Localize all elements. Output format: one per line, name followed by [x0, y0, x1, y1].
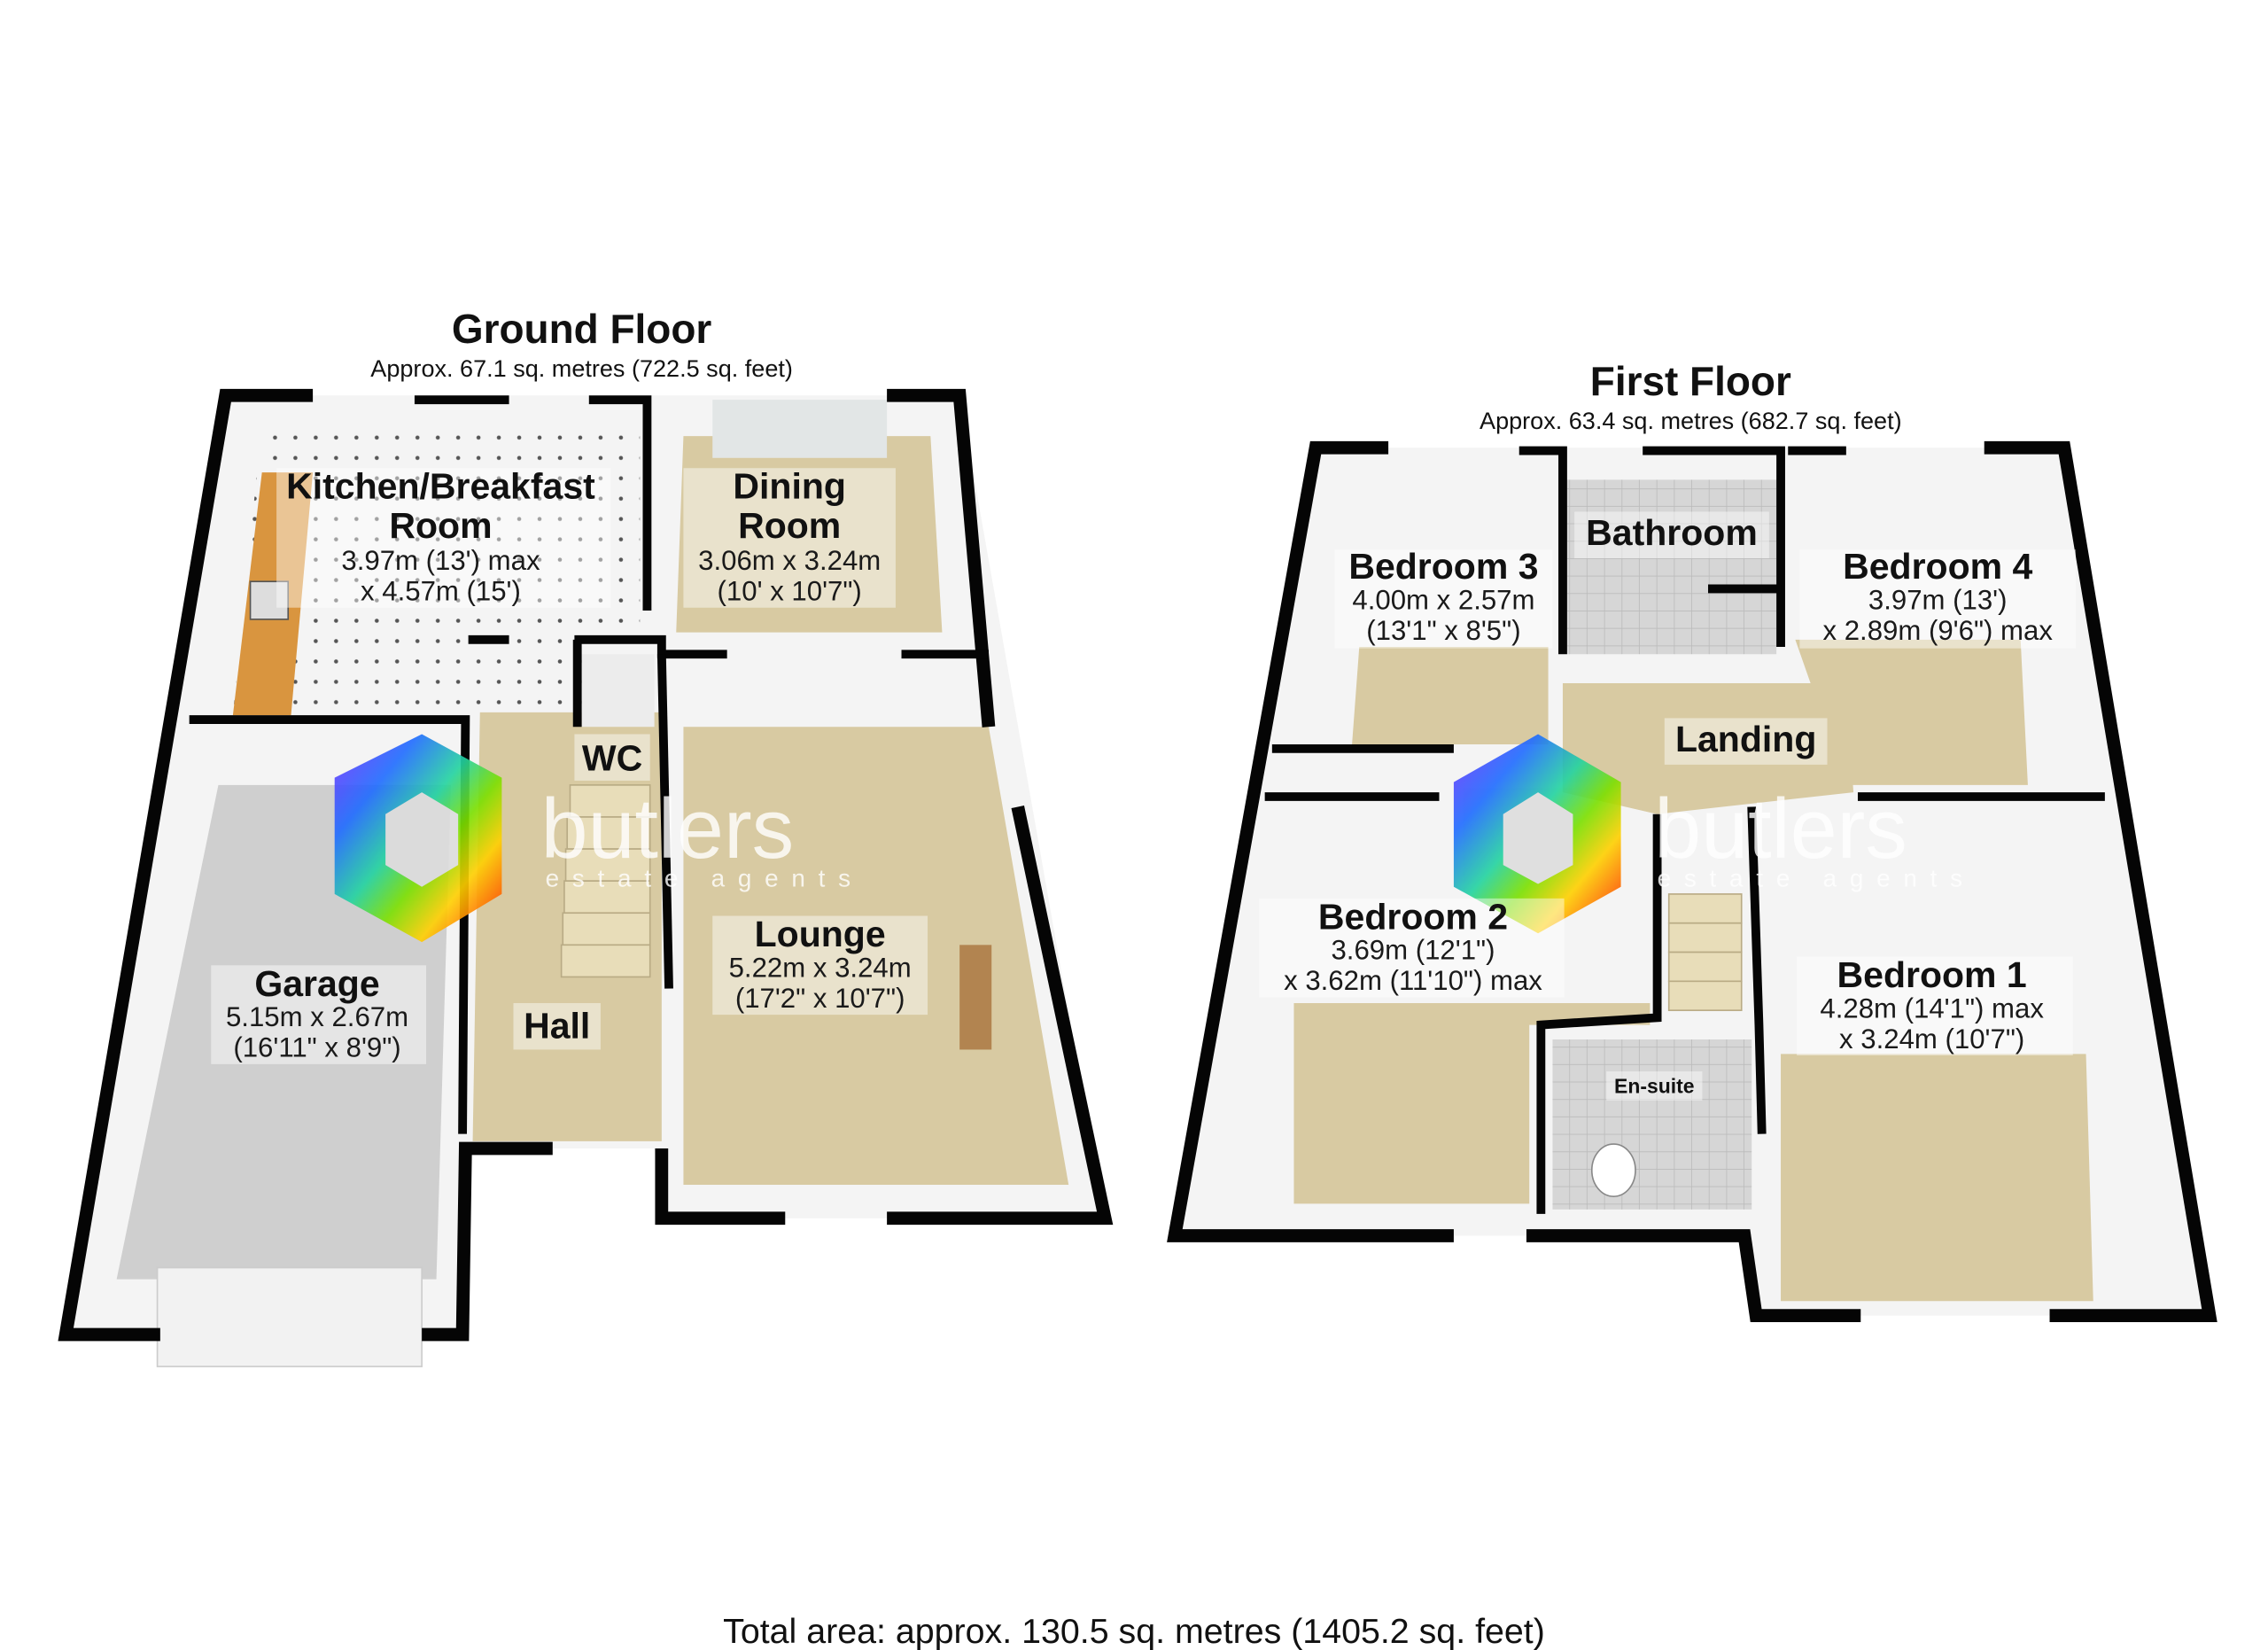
ground-floor-title: Ground Floor [452, 306, 711, 352]
room-label-ensuite: En-suite [1606, 1071, 1703, 1101]
watermark-tagline-2: estate agents [1658, 865, 1976, 892]
first-floor-area: Approx. 63.4 sq. metres (682.7 sq. feet) [1480, 408, 1902, 434]
room-label-text: 4.28m (14'1") max [1820, 992, 2044, 1023]
room-label-text: 3.06m x 3.24m [698, 545, 881, 576]
room-label-text: Room [389, 505, 492, 546]
room-label-text: (10' x 10'7") [718, 576, 862, 607]
watermark-logo: butlers estate agents [334, 734, 864, 943]
garage-door [156, 1266, 423, 1367]
room-label-lounge: Lounge 5.22m x 3.24m (17'2" x 10'7") [712, 914, 928, 1016]
room-label-text: Garage [254, 963, 379, 1004]
room-label-text: 5.15m x 2.67m [226, 1001, 408, 1032]
room-label-text: x 2.89m (9'6") max [1823, 615, 2054, 646]
landing-floor [1562, 683, 1854, 814]
room-label-text: Bedroom 3 [1348, 546, 1538, 587]
room-label-text: En-suite [1614, 1075, 1695, 1098]
dining-floor [676, 436, 943, 633]
room-label-text: x 3.62m (11'10") max [1284, 965, 1542, 996]
room-label-landing: Landing [1664, 718, 1828, 765]
bedroom3-floor [1352, 647, 1549, 744]
first-stairs [1667, 893, 1743, 1011]
bathroom-floor [1566, 479, 1777, 655]
room-label-text: Bedroom 2 [1318, 896, 1508, 937]
room-label-garage: Garage 5.15m x 2.67m (16'11" x 8'9") [211, 963, 427, 1064]
room-label-kitchen: Kitchen/Breakfast Room 3.97m (13') max x… [276, 466, 611, 608]
room-label-bedroom2: Bedroom 2 3.69m (12'1") x 3.62m (11'10")… [1259, 896, 1565, 998]
hob [249, 580, 290, 620]
room-label-text: Lounge [755, 914, 886, 954]
room-label-bedroom1: Bedroom 1 4.28m (14'1") max x 3.24m (10'… [1797, 954, 2073, 1056]
room-label-text: Room [738, 505, 841, 546]
wc-floor [581, 654, 655, 728]
bedroom1-floor [1781, 1054, 2093, 1302]
room-label-text: Bedroom 1 [1837, 954, 2027, 995]
room-label-text: 3.69m (12'1") [1331, 935, 1495, 966]
ground-stairs [560, 784, 651, 978]
ground-floor-area: Approx. 67.1 sq. metres (722.5 sq. feet) [370, 355, 793, 382]
dining-window [712, 400, 888, 458]
room-label-text: Hall [524, 1005, 590, 1046]
room-label-hall: Hall [513, 1002, 601, 1050]
room-label-text: (17'2" x 10'7") [735, 983, 905, 1014]
room-label-text: Kitchen/Breakfast [286, 466, 595, 507]
first-floor-plan [1167, 440, 2218, 1323]
room-label-text: 5.22m x 3.24m [729, 952, 912, 983]
watermark-tagline: estate agents [546, 865, 864, 892]
room-label-text: Dining [733, 466, 846, 507]
room-label-text: 4.00m x 2.57m [1352, 584, 1534, 615]
ensuite-toilet [1590, 1143, 1636, 1197]
room-label-dining: Dining Room 3.06m x 3.24m (10' x 10'7") [683, 466, 896, 608]
watermark-logo-2: butlers estate agents [1453, 734, 1976, 934]
room-label-bedroom4: Bedroom 4 3.97m (13') x 2.89m (9'6") max [1799, 546, 2077, 649]
bedroom4-floor [1795, 639, 2028, 785]
fireplace [959, 945, 992, 1050]
ensuite-floor [1552, 1039, 1752, 1210]
room-label-text: x 3.24m (10'7") [1839, 1023, 2024, 1055]
room-label-text: 3.97m (13') max [341, 545, 540, 576]
room-label-text: 3.97m (13') [1868, 584, 2008, 615]
room-label-text: (13'1" x 8'5") [1366, 615, 1520, 646]
watermark-brand: butlers [541, 782, 795, 876]
room-label-text: Landing [1675, 719, 1816, 759]
room-label-text: (16'11" x 8'9") [233, 1032, 400, 1063]
room-label-text: WC [582, 737, 642, 778]
room-label-bedroom3: Bedroom 3 4.00m x 2.57m (13'1" x 8'5") [1334, 546, 1553, 649]
lounge-floor [683, 727, 1069, 1186]
kitchen-floor [232, 421, 641, 716]
room-label-text: Bedroom 4 [1843, 546, 2032, 587]
total-area: Total area: approx. 130.5 sq. metres (14… [723, 1612, 1545, 1650]
first-floor-title: First Floor [1590, 358, 1791, 404]
room-label-wc: WC [574, 734, 650, 781]
bedroom2-floor [1293, 1002, 1651, 1204]
room-label-text: Bathroom [1586, 512, 1758, 553]
room-label-bathroom: Bathroom [1574, 511, 1769, 558]
watermark-brand-2: butlers [1654, 782, 1907, 876]
ground-floor-plan [58, 388, 1114, 1367]
room-label-text: x 4.57m (15') [361, 576, 521, 607]
